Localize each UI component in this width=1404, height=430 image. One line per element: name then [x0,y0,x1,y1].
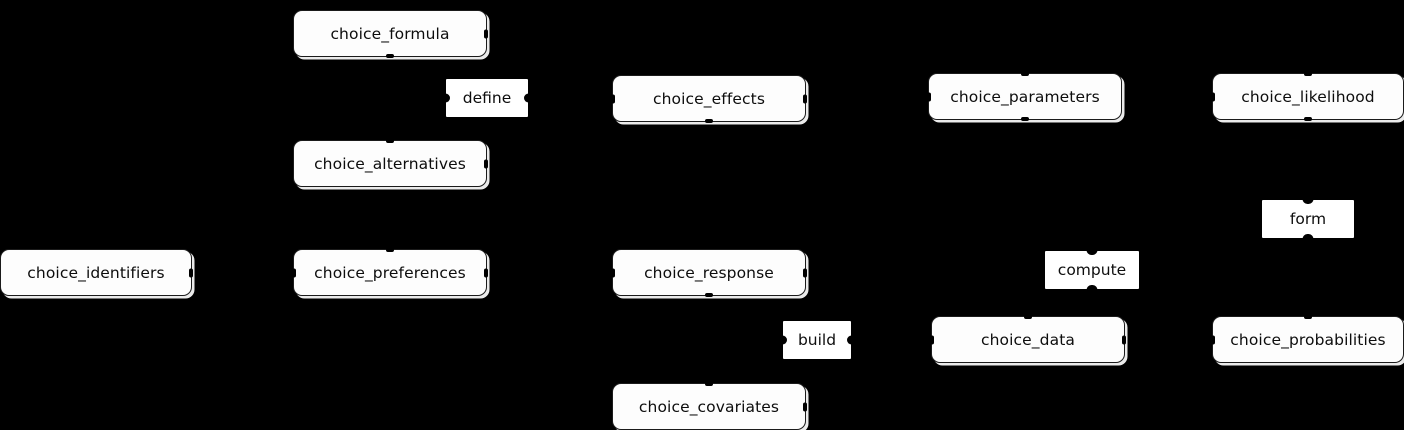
node-port-top-icon [386,248,394,252]
node-label: choice_parameters [950,87,1100,106]
node-choice_parameters[interactable]: choice_parameters [925,70,1122,121]
node-choice_alternatives[interactable]: choice_alternatives [290,137,488,187]
node-port-bottom-icon [705,119,713,123]
node-port-top-icon [1024,315,1032,319]
node-choice_data[interactable]: choice_data [928,313,1126,363]
edge-notch-top-icon [1086,250,1098,255]
node-label: choice_likelihood [1241,87,1375,106]
edge-label-text: form [1289,210,1327,228]
edge-notch-left-icon [782,335,787,345]
node-choice_preferences[interactable]: choice_preferences [290,246,488,296]
node-choice_response[interactable]: choice_response [609,246,807,297]
node-port-left-icon [611,268,615,277]
node-port-top-icon [705,382,713,386]
node-port-top-icon [1304,72,1312,76]
edge-label-text: build [797,331,837,349]
node-port-right-icon [1122,335,1126,344]
edge-notch-top-icon [1302,199,1314,204]
edge-label-compute[interactable]: compute [1045,250,1139,290]
node-label: choice_covariates [638,397,780,416]
node-choice_probabilities[interactable]: choice_probabilities [1209,313,1404,363]
node-label: choice_response [644,263,774,282]
node-port-bottom-icon [705,293,713,297]
node-port-left-icon [1211,92,1215,101]
node-port-left-icon [930,335,934,344]
edge-notch-bot-icon [1302,234,1314,239]
node-port-right-icon [189,268,193,277]
edge-label-text: define [462,89,512,107]
node-label: choice_probabilities [1230,330,1386,349]
edge-label-text: compute [1057,261,1127,279]
node-label: choice_data [981,330,1075,349]
node-label: choice_preferences [314,263,466,282]
edge-label-define[interactable]: define [445,79,529,117]
node-choice_likelihood[interactable]: choice_likelihood [1209,70,1404,121]
node-port-right-icon [803,268,807,277]
edge-notch-right-icon [524,93,529,103]
node-label: choice_formula [330,24,450,43]
node-choice_effects[interactable]: choice_effects [609,72,807,123]
node-choice_formula[interactable]: choice_formula [290,7,488,58]
node-port-right-icon [803,402,807,411]
node-port-right-icon [484,268,488,277]
edge-label-form[interactable]: form [1262,199,1354,239]
node-port-top-icon [386,139,394,143]
node-port-left-icon [292,268,296,277]
node-port-bottom-icon [1304,117,1312,121]
node-label: choice_effects [652,89,765,108]
edge-label-build[interactable]: build [782,321,852,359]
node-port-right-icon [484,29,488,38]
node-port-bottom-icon [1021,117,1029,121]
node-port-left-icon [611,94,615,103]
node-port-bottom-icon [386,54,394,58]
edge-notch-right-icon [847,335,852,345]
node-choice_identifiers[interactable]: choice_identifiers [0,246,193,296]
node-choice_covariates[interactable]: choice_covariates [609,380,807,430]
node-port-left-icon [1211,335,1215,344]
node-label: choice_identifiers [27,263,165,282]
node-port-top-icon [1021,72,1029,76]
node-port-right-icon [803,94,807,103]
node-port-top-icon [1304,315,1312,319]
edge-notch-bot-icon [1086,285,1098,290]
node-port-right-icon [484,159,488,168]
edge-notch-left-icon [445,93,450,103]
node-label: choice_alternatives [314,154,466,173]
node-port-left-icon [927,92,931,101]
